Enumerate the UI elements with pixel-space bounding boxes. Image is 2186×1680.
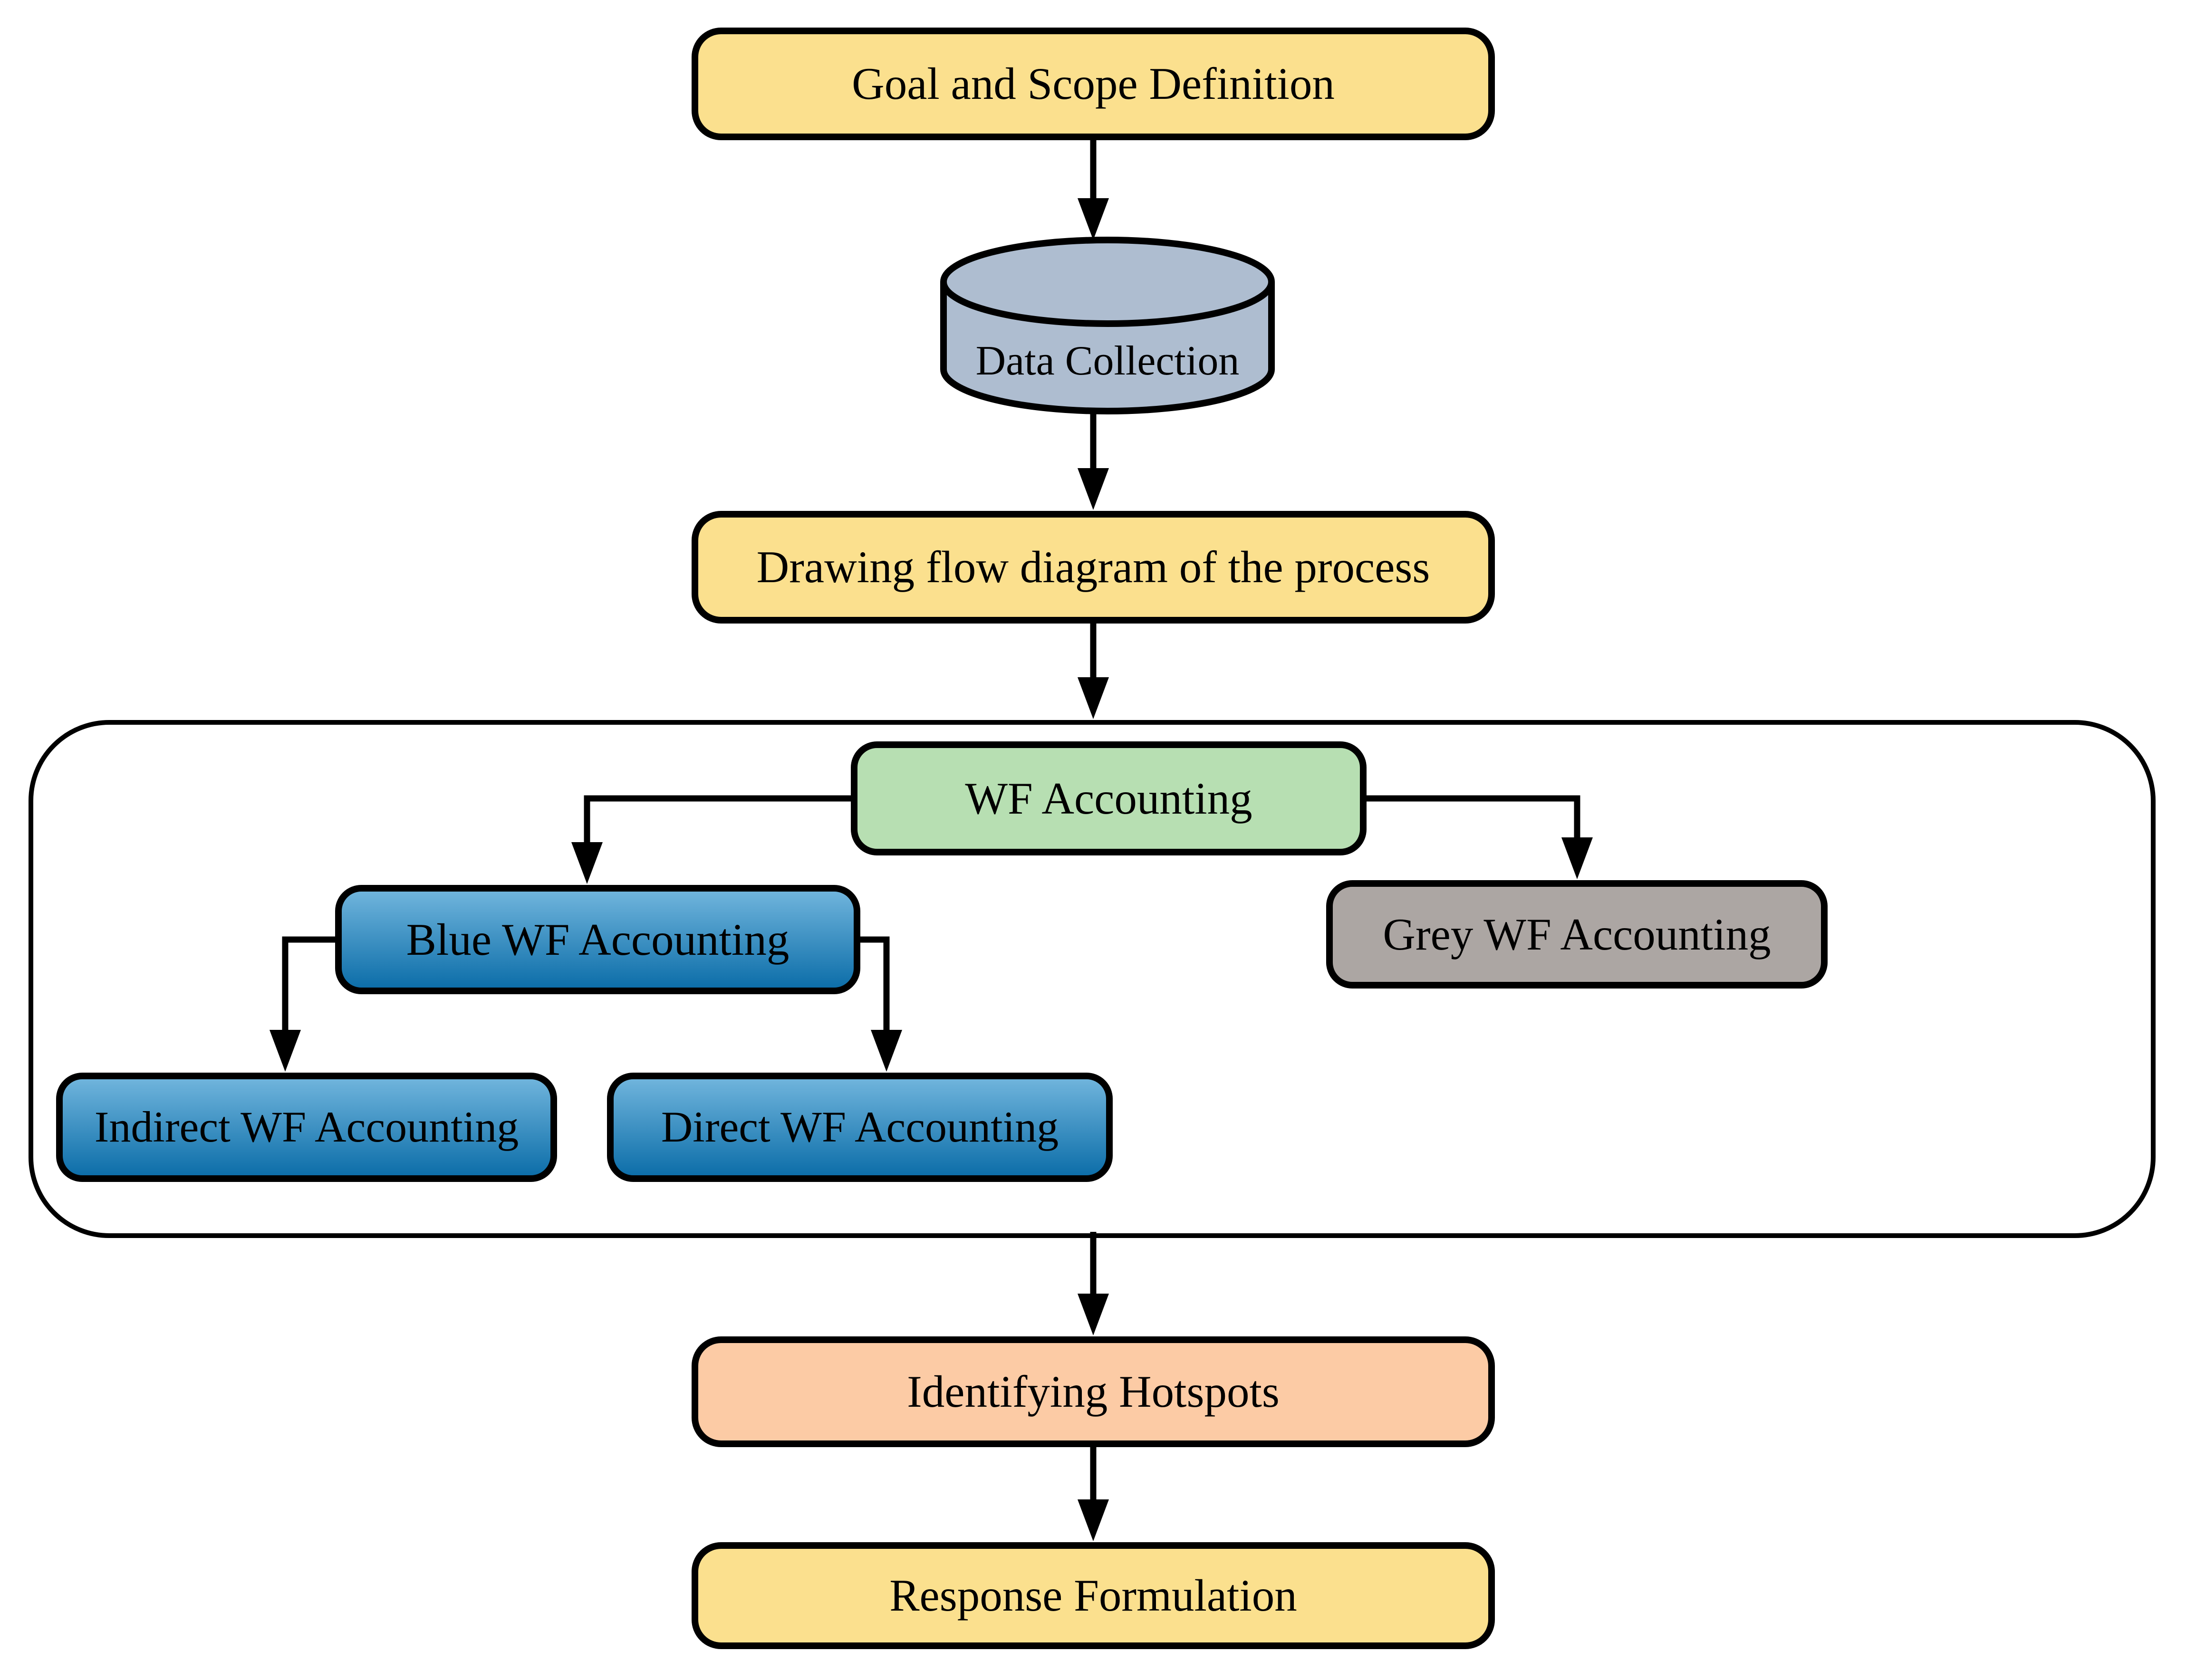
node-label: Response Formulation — [889, 1570, 1297, 1621]
arrowhead-group-to-hotspots — [1078, 1294, 1109, 1335]
arrowhead-wf-to-grey — [1561, 837, 1593, 879]
node-drawing-flow-diagram: Drawing flow diagram of the process — [692, 511, 1495, 624]
node-label: Direct WF Accounting — [661, 1103, 1059, 1152]
arrowhead-blue-to-indirect — [270, 1030, 301, 1072]
node-direct-wf-accounting: Direct WF Accounting — [607, 1073, 1113, 1182]
node-indirect-wf-accounting: Indirect WF Accounting — [56, 1073, 557, 1182]
edge-wf-to-blue — [584, 795, 851, 853]
node-label: Goal and Scope Definition — [852, 58, 1335, 109]
arrowhead-wf-to-blue — [571, 842, 603, 884]
node-identifying-hotspots: Identifying Hotspots — [692, 1336, 1495, 1447]
node-data-collection: Data Collection — [944, 319, 1271, 403]
wf-accounting-group-outline — [29, 720, 2156, 1238]
node-response-formulation: Response Formulation — [692, 1542, 1495, 1649]
edge-blue-to-direct — [857, 936, 890, 1041]
arrowhead-blue-to-direct — [871, 1030, 902, 1072]
node-label: Grey WF Accounting — [1383, 909, 1771, 960]
arrowhead-hotspots-to-response — [1078, 1499, 1109, 1541]
node-label: WF Accounting — [965, 773, 1252, 824]
cylinder-top — [940, 237, 1275, 327]
arrowhead-goal-to-data — [1078, 198, 1109, 240]
node-label: Drawing flow diagram of the process — [756, 542, 1430, 593]
arrowhead-data-to-diagram — [1078, 468, 1109, 510]
node-label: Blue WF Accounting — [406, 914, 790, 965]
edge-wf-to-grey — [1367, 795, 1580, 848]
node-goal-and-scope-definition: Goal and Scope Definition — [692, 28, 1495, 140]
edge-blue-to-indirect — [282, 936, 338, 1041]
node-label: Data Collection — [975, 338, 1240, 384]
arrowhead-diagram-to-group — [1078, 677, 1109, 719]
node-label: Identifying Hotspots — [907, 1366, 1280, 1417]
node-blue-wf-accounting: Blue WF Accounting — [335, 885, 860, 994]
node-wf-accounting: WF Accounting — [851, 741, 1367, 855]
node-grey-wf-accounting: Grey WF Accounting — [1326, 880, 1828, 989]
node-label: Indirect WF Accounting — [94, 1103, 519, 1152]
